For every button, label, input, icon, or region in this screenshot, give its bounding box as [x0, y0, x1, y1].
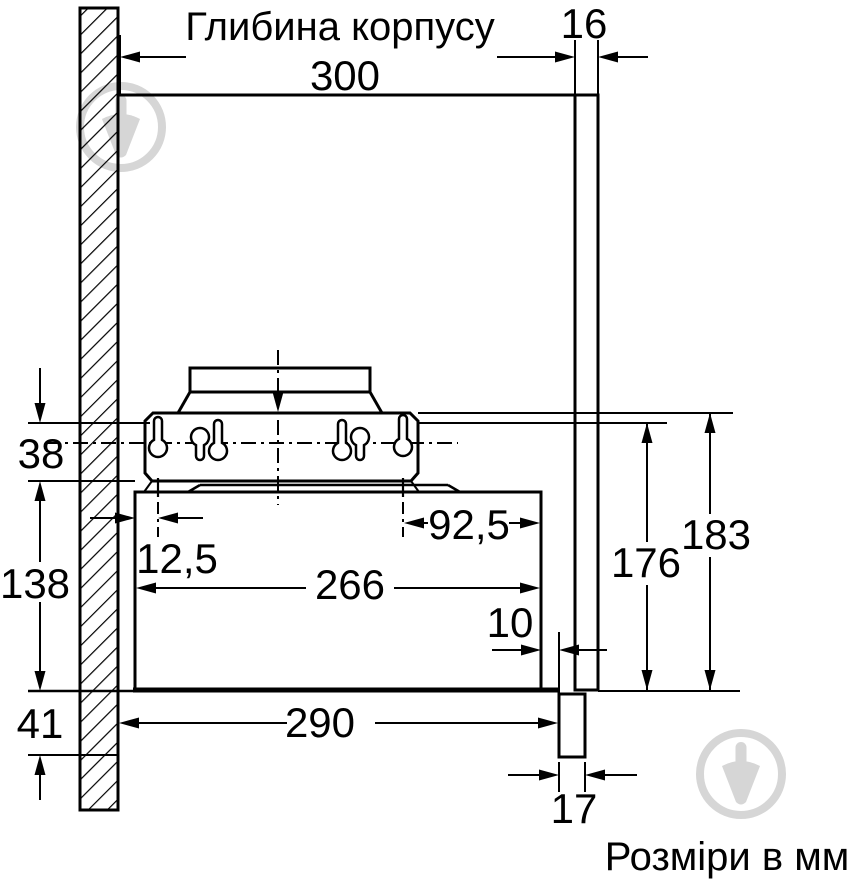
arrowhead-icon — [641, 670, 653, 690]
mounting-plate-outline — [143, 411, 420, 483]
arrowhead-icon — [539, 769, 559, 781]
dim-body-width — [136, 582, 540, 594]
dim-value-17: 17 — [551, 785, 598, 832]
arrowhead-icon — [704, 670, 716, 690]
keyhole-slot — [207, 418, 229, 462]
dim-body-depth — [119, 35, 575, 95]
keyhole-slot — [189, 426, 211, 462]
dim-value-92-5: 92,5 — [428, 501, 510, 548]
dim-value-12-5: 12,5 — [136, 535, 218, 582]
arrowhead-icon — [34, 403, 46, 423]
hood-body — [133, 480, 587, 759]
dim-strip-width — [508, 762, 637, 792]
arrowhead-icon — [555, 51, 575, 63]
wall-section — [78, 6, 120, 812]
dim-plate-height — [28, 368, 150, 562]
dim-value-300: 300 — [310, 52, 380, 99]
dim-value-266: 266 — [315, 561, 385, 608]
pullout-front-strip — [557, 692, 587, 759]
dim-overall-height — [418, 412, 740, 692]
keyhole-slot — [349, 426, 371, 462]
arrowhead-icon — [404, 517, 424, 529]
dim-value-183: 183 — [681, 511, 751, 558]
arrowhead-icon — [136, 582, 156, 594]
cabinet-side-panel — [573, 93, 600, 692]
keyhole-slots — [147, 413, 414, 497]
cabinet — [118, 93, 600, 692]
dim-value-38: 38 — [18, 430, 65, 477]
dim-lower-height — [28, 689, 133, 800]
arrowhead-icon — [704, 413, 716, 433]
dim-value-138: 138 — [0, 560, 70, 607]
dim-install-depth — [119, 717, 558, 729]
title-body-depth: Глибина корпусу — [185, 5, 494, 49]
arrowhead-icon — [34, 671, 46, 691]
arrowhead-icon — [585, 769, 605, 781]
arrowhead-icon — [641, 423, 653, 443]
dim-inner-height — [418, 422, 667, 690]
keyhole-slot — [331, 418, 353, 462]
wall-hatch — [78, 6, 120, 812]
center-arrow-icon — [272, 392, 284, 412]
arrowhead-icon — [158, 512, 178, 524]
centerlines — [45, 350, 458, 537]
dim-front-gap — [492, 632, 607, 688]
dim-value-16: 16 — [561, 0, 608, 47]
duct-outlet — [176, 366, 384, 414]
dim-panel-thickness — [574, 40, 648, 95]
arrowhead-icon — [520, 517, 540, 529]
mounting-plate — [143, 411, 420, 483]
arrowhead-icon — [521, 644, 541, 656]
arrowhead-icon — [520, 582, 540, 594]
arrowhead-icon — [120, 51, 140, 63]
dim-keyhole-left-offset — [90, 512, 203, 524]
arrowhead-icon — [34, 755, 46, 775]
arrowhead-icon — [34, 481, 46, 501]
keyhole-slot — [392, 413, 414, 458]
units-note: Розміри в мм — [605, 835, 850, 879]
arrowhead-icon — [115, 512, 135, 524]
arrowhead-icon — [538, 717, 558, 729]
dim-keyhole-right-offset — [404, 517, 540, 529]
dim-value-10: 10 — [487, 599, 534, 646]
hood-body-outline — [133, 490, 543, 692]
watermark-logo-icon — [696, 729, 786, 819]
arrowhead-icon — [598, 51, 618, 63]
arrowhead-icon — [119, 717, 139, 729]
arrowhead-icon — [559, 644, 579, 656]
dim-body-height — [34, 602, 46, 691]
dim-value-290: 290 — [285, 699, 355, 746]
dim-value-41: 41 — [17, 700, 64, 747]
keyhole-slot — [147, 415, 169, 459]
dim-value-176: 176 — [611, 539, 681, 586]
